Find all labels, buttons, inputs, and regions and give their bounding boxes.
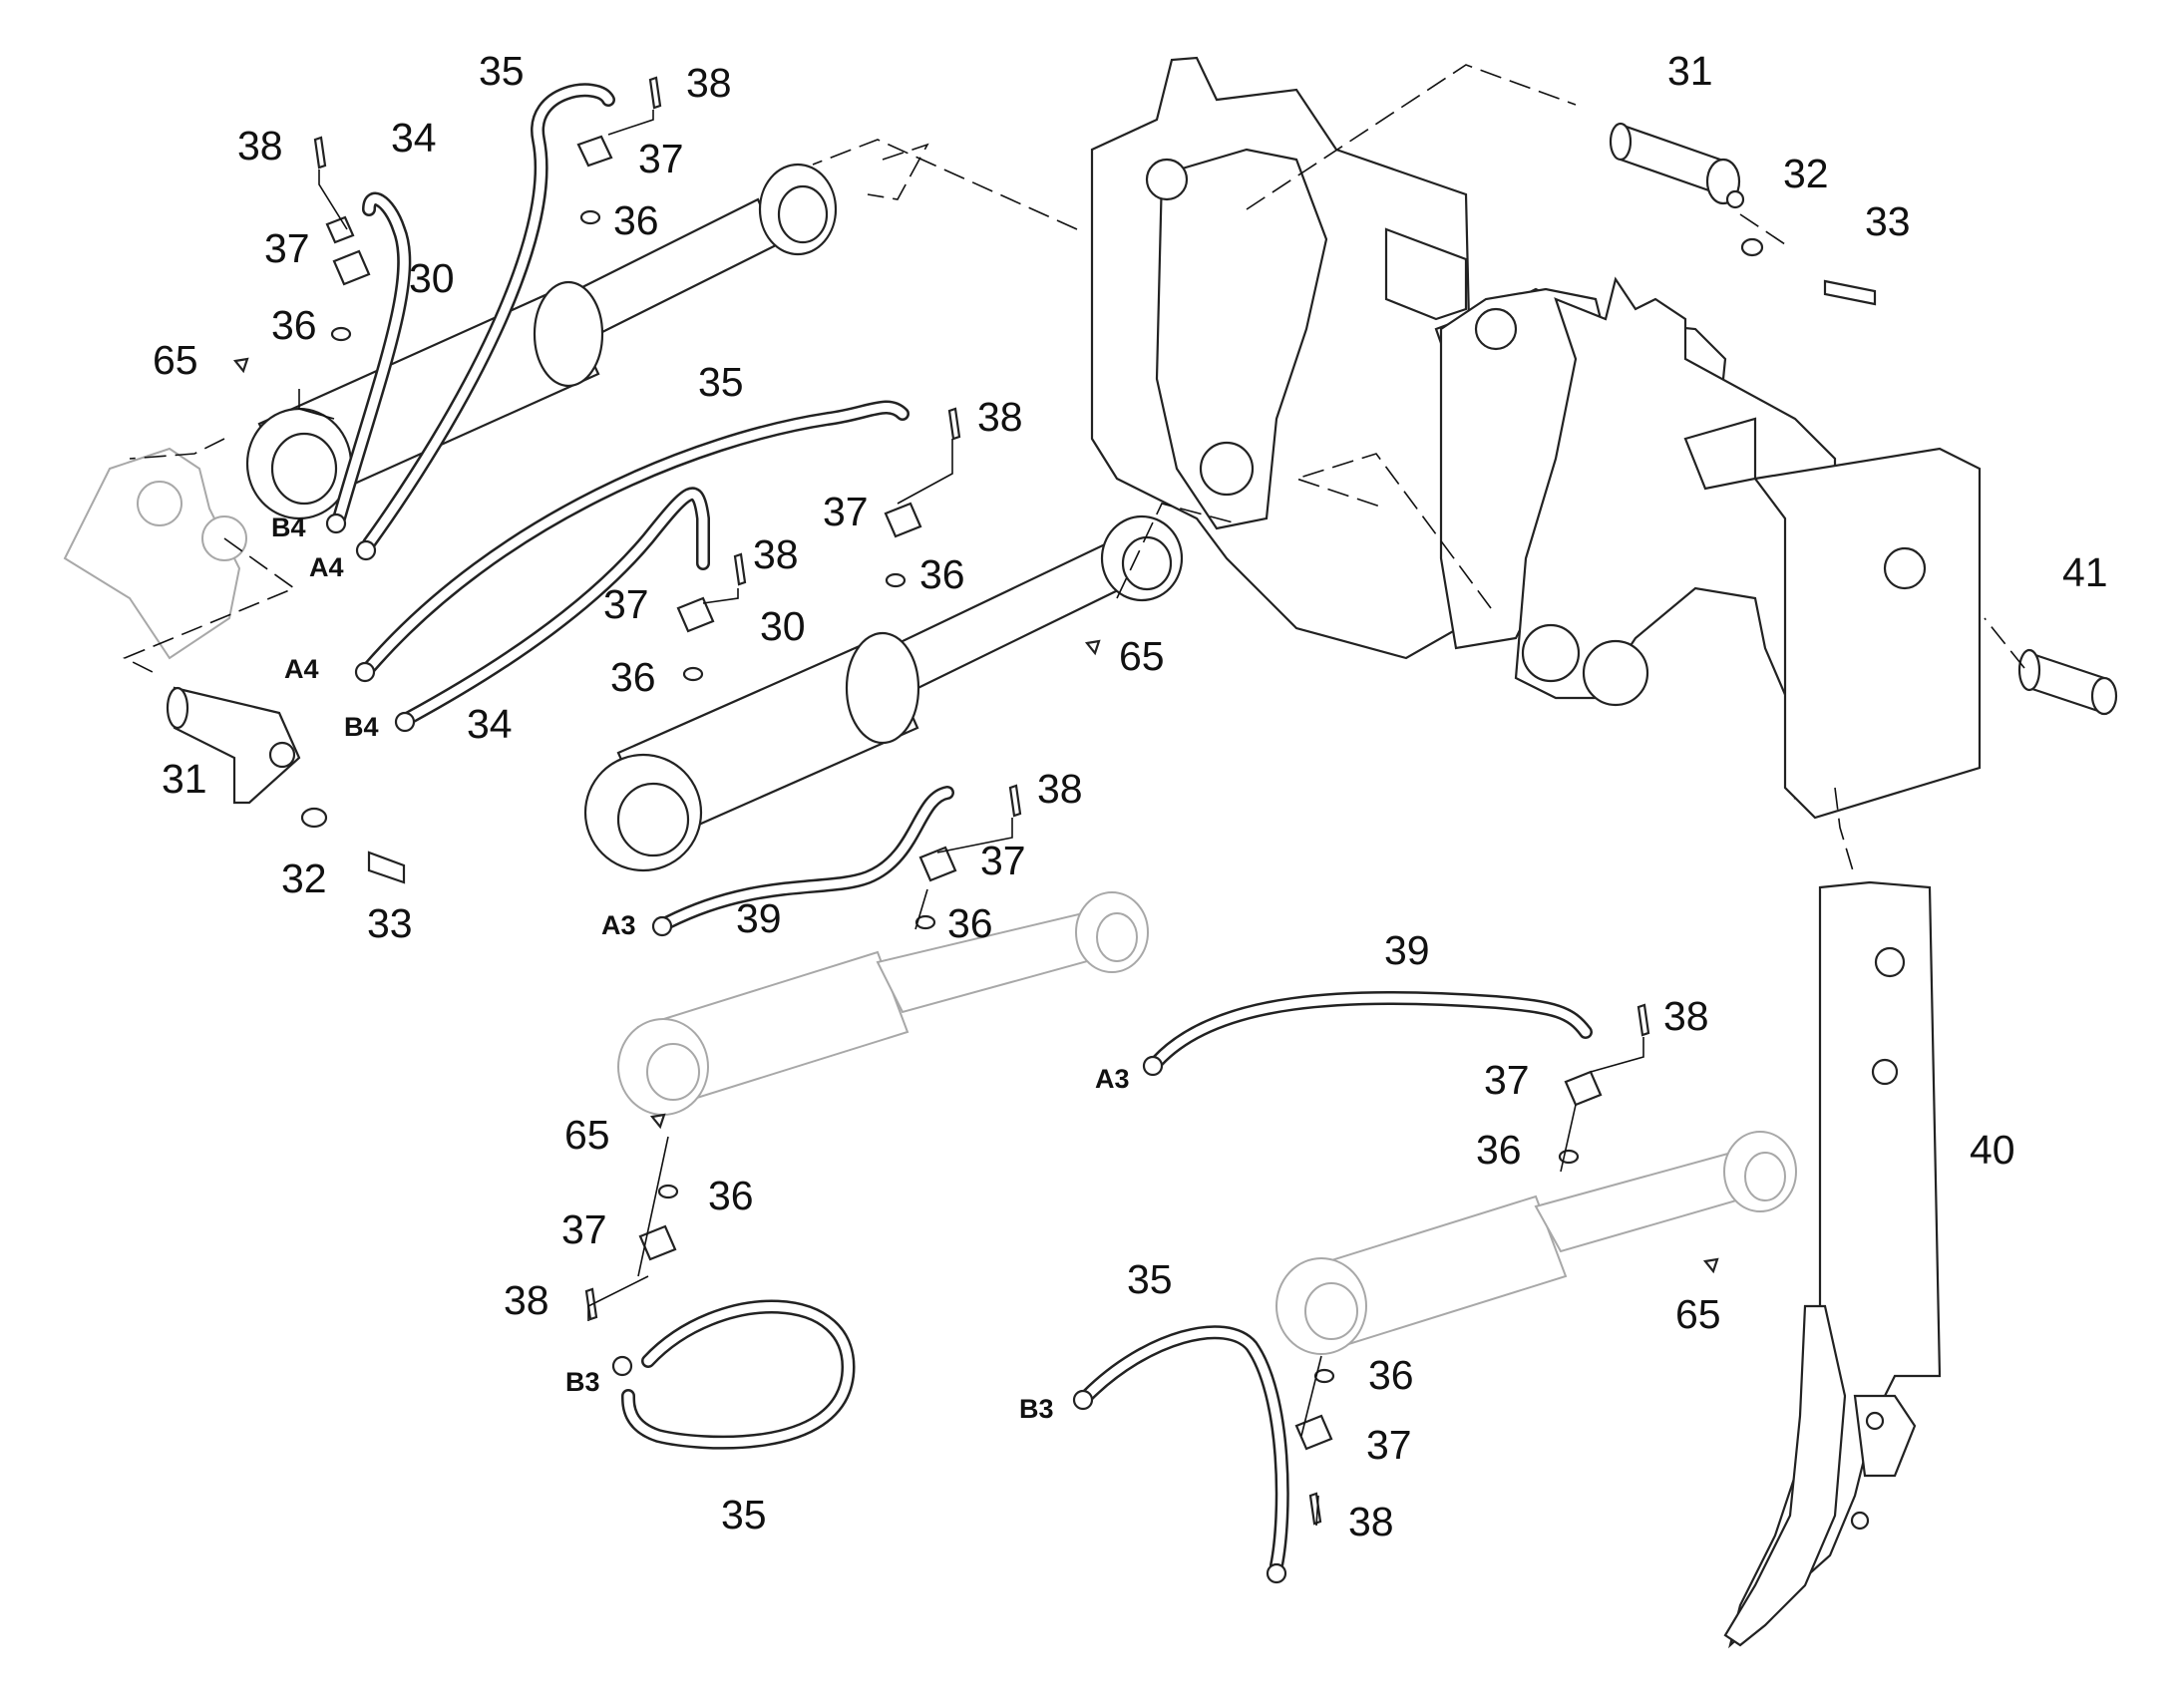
callout-32: 32 — [281, 855, 327, 901]
callout-36: 36 — [613, 197, 659, 243]
callout-37: 37 — [1366, 1422, 1412, 1468]
callout-37: 37 — [264, 225, 310, 271]
callout-36: 36 — [1476, 1127, 1522, 1173]
port-label-a4: A4 — [309, 552, 344, 582]
callout-34: 34 — [467, 701, 513, 747]
pin-31-left — [166, 686, 406, 884]
port-label-a3: A3 — [1095, 1064, 1130, 1094]
callout-30: 30 — [760, 603, 806, 649]
callout-36: 36 — [919, 551, 965, 597]
callout-38: 38 — [753, 531, 799, 577]
callout-32: 32 — [1783, 151, 1829, 196]
callout-37: 37 — [638, 136, 684, 181]
callout-38: 38 — [686, 60, 732, 106]
callout-37: 37 — [823, 489, 869, 534]
callout-38: 38 — [1663, 993, 1709, 1039]
callout-38: 38 — [237, 123, 283, 169]
callout-31: 31 — [162, 756, 207, 802]
callout-38: 38 — [504, 1277, 549, 1323]
callout-36: 36 — [1368, 1352, 1414, 1398]
callout-30: 30 — [409, 255, 455, 301]
ripper-shank — [1723, 880, 1942, 1649]
callout-65: 65 — [1119, 633, 1165, 679]
callout-34: 34 — [391, 115, 437, 161]
pin-41 — [2017, 648, 2118, 716]
pin-31-top — [1609, 122, 1877, 306]
callout-41: 41 — [2062, 549, 2108, 595]
callout-37: 37 — [561, 1206, 607, 1252]
port-label-b3: B3 — [565, 1367, 600, 1397]
port-label-a3: A3 — [601, 910, 636, 940]
hydraulic-cylinder-lower-right — [1275, 1131, 1797, 1355]
callout-65: 65 — [1675, 1291, 1721, 1337]
port-labels: B4 A4 A4 B4 A3 A3 B3 B3 — [271, 512, 1130, 1424]
port-label-a4: A4 — [284, 654, 319, 684]
port-label-b4: B4 — [344, 712, 379, 742]
callout-65: 65 — [564, 1112, 610, 1158]
callout-39: 39 — [1384, 927, 1430, 973]
callout-35: 35 — [698, 359, 744, 405]
part-callouts: 35 38 38 34 37 36 37 30 36 65 35 38 37 3… — [153, 48, 2108, 1544]
hoses — [332, 83, 1593, 1572]
port-label-b4: B4 — [271, 512, 306, 542]
callout-38: 38 — [1348, 1499, 1394, 1544]
hydraulic-cylinder-top — [245, 163, 838, 520]
callout-33: 33 — [1865, 198, 1911, 244]
callout-36: 36 — [708, 1173, 754, 1218]
callout-65: 65 — [153, 337, 198, 383]
hose-end-fittings — [325, 512, 1287, 1584]
callout-36: 36 — [947, 900, 993, 946]
callout-35: 35 — [479, 48, 525, 94]
callout-35: 35 — [721, 1492, 767, 1537]
callout-38: 38 — [977, 394, 1023, 440]
port-label-b3: B3 — [1019, 1394, 1054, 1424]
callout-40: 40 — [1970, 1127, 2015, 1173]
callout-36: 36 — [610, 654, 656, 700]
callout-35: 35 — [1127, 1256, 1173, 1302]
callout-39: 39 — [736, 895, 782, 941]
callout-38: 38 — [1037, 766, 1083, 812]
link-arm-ghost — [63, 447, 247, 660]
callout-33: 33 — [367, 900, 413, 946]
alignment-lines — [123, 64, 2025, 878]
hydraulic-cylinder-middle — [583, 514, 1184, 872]
callout-31: 31 — [1667, 48, 1713, 94]
callout-37: 37 — [1484, 1057, 1530, 1103]
leader-lines — [298, 110, 1644, 1527]
fittings — [232, 76, 1719, 1526]
ripper-mount-frame — [1090, 56, 1982, 820]
hydraulic-cylinder-lower-left — [617, 891, 1149, 1116]
callout-36: 36 — [271, 302, 317, 348]
callout-37: 37 — [980, 838, 1026, 883]
callout-37: 37 — [603, 581, 649, 627]
